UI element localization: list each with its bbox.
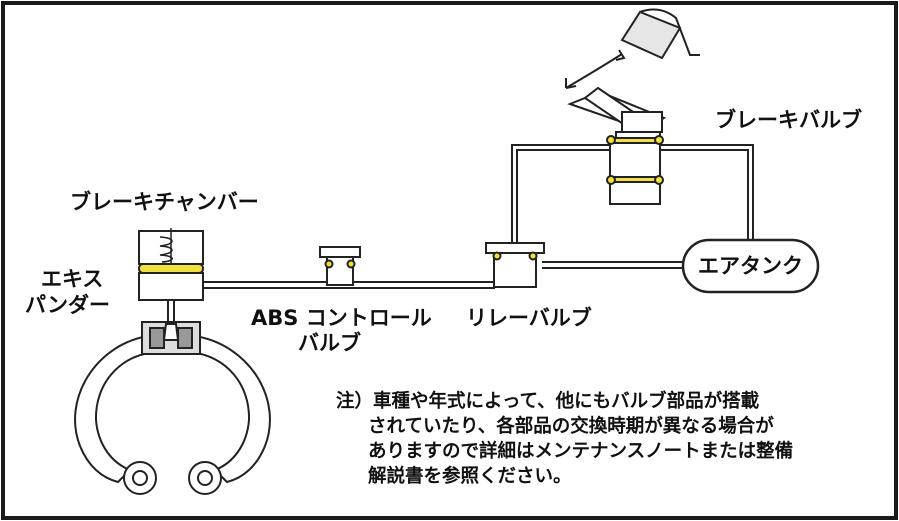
note-line-2: されていたり、各部品の交換時期が異なる場合が <box>368 416 774 437</box>
note-line-4: 解説書を参照ください。 <box>368 466 572 487</box>
label-brake-chamber: ブレーキチャンバー <box>70 190 259 214</box>
brake-chamber-body <box>138 228 204 301</box>
brake-valve-body <box>606 131 664 205</box>
label-expander-line1: エキス <box>41 267 104 291</box>
air-pipes <box>167 144 754 322</box>
note-line-3: ありますので詳細はメンテナンスノートまたは整備 <box>368 441 794 462</box>
brake-shoe <box>74 321 271 495</box>
abs-valve-body <box>319 246 361 286</box>
label-brake-valve: ブレーキバルブ <box>715 108 862 132</box>
disclaimer-note: 注）車種や年式によって、他にもバルブ部品が搭載 されていたり、各部品の交換時期が… <box>336 389 896 489</box>
label-abs-line1: ABS コントロール <box>251 306 432 330</box>
label-expander-line2: パンダー <box>25 293 111 317</box>
label-abs-line2: バルブ <box>298 331 361 355</box>
note-line-1: 注）車種や年式によって、他にもバルブ部品が搭載 <box>336 391 760 412</box>
air-tank-shape <box>681 238 820 294</box>
label-relay-valve: リレーバルブ <box>466 306 592 330</box>
brake-pedal <box>565 8 700 133</box>
relay-valve-body <box>485 242 545 288</box>
label-air-tank: エアタンク <box>698 254 803 278</box>
